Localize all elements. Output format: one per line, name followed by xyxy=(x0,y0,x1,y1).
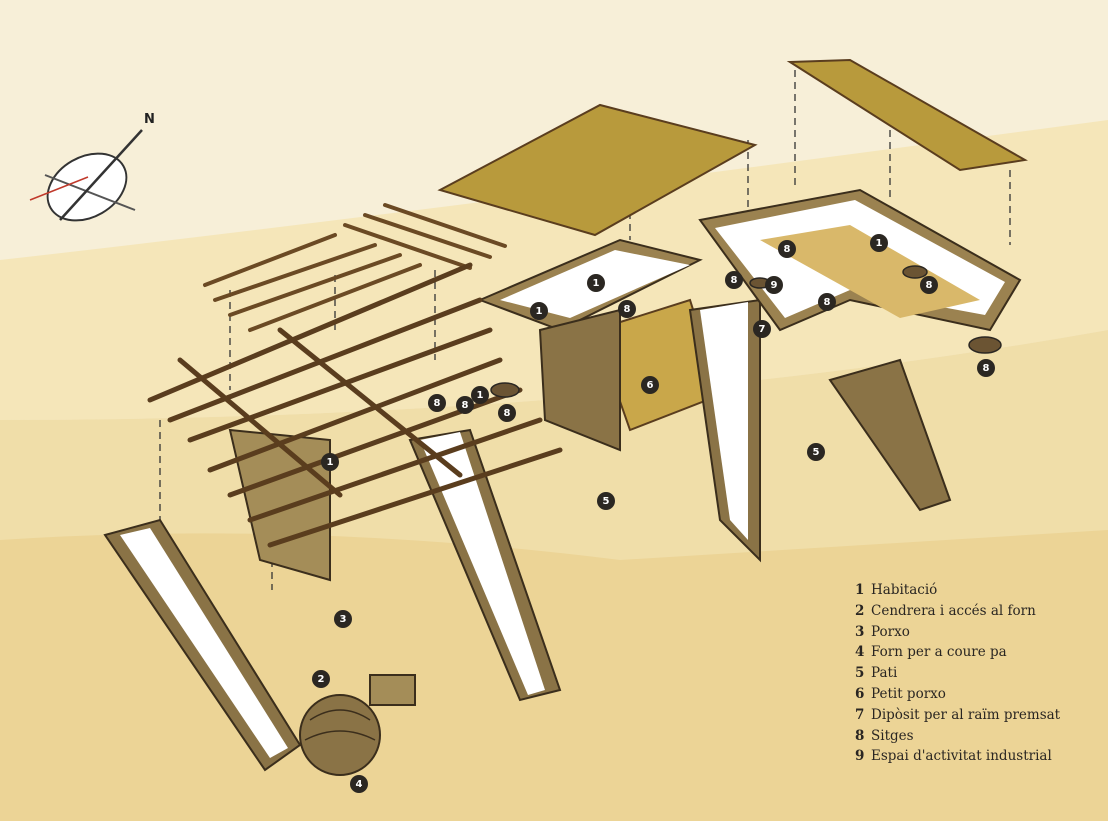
north-label: N xyxy=(144,112,155,127)
marker-8: 8 xyxy=(818,293,836,311)
marker-8: 8 xyxy=(778,240,796,258)
thatch-roof-center xyxy=(437,103,758,237)
marker-8: 8 xyxy=(920,276,938,294)
rafters-upper xyxy=(203,203,507,332)
marker-8: 8 xyxy=(428,394,446,412)
marker-5: 5 xyxy=(807,443,825,461)
marker-9: 9 xyxy=(765,276,783,294)
marker-1: 1 xyxy=(530,302,548,320)
marker-8: 8 xyxy=(725,271,743,289)
bread-oven xyxy=(299,694,381,776)
marker-8: 8 xyxy=(618,300,636,318)
marker-1: 1 xyxy=(870,234,888,252)
marker-6: 6 xyxy=(641,376,659,394)
thatch-roof-east xyxy=(786,58,1028,172)
marker-1: 1 xyxy=(321,453,339,471)
marker-5: 5 xyxy=(597,492,615,510)
marker-8: 8 xyxy=(456,396,474,414)
marker-2: 2 xyxy=(312,670,330,688)
marker-8: 8 xyxy=(977,359,995,377)
compass-rose xyxy=(29,129,143,222)
marker-4: 4 xyxy=(350,775,368,793)
marker-7: 7 xyxy=(753,320,771,338)
marker-3: 3 xyxy=(334,610,352,628)
marker-1: 1 xyxy=(587,274,605,292)
marker-8: 8 xyxy=(498,404,516,422)
marker-1: 1 xyxy=(471,386,489,404)
ash-pit xyxy=(369,674,416,706)
